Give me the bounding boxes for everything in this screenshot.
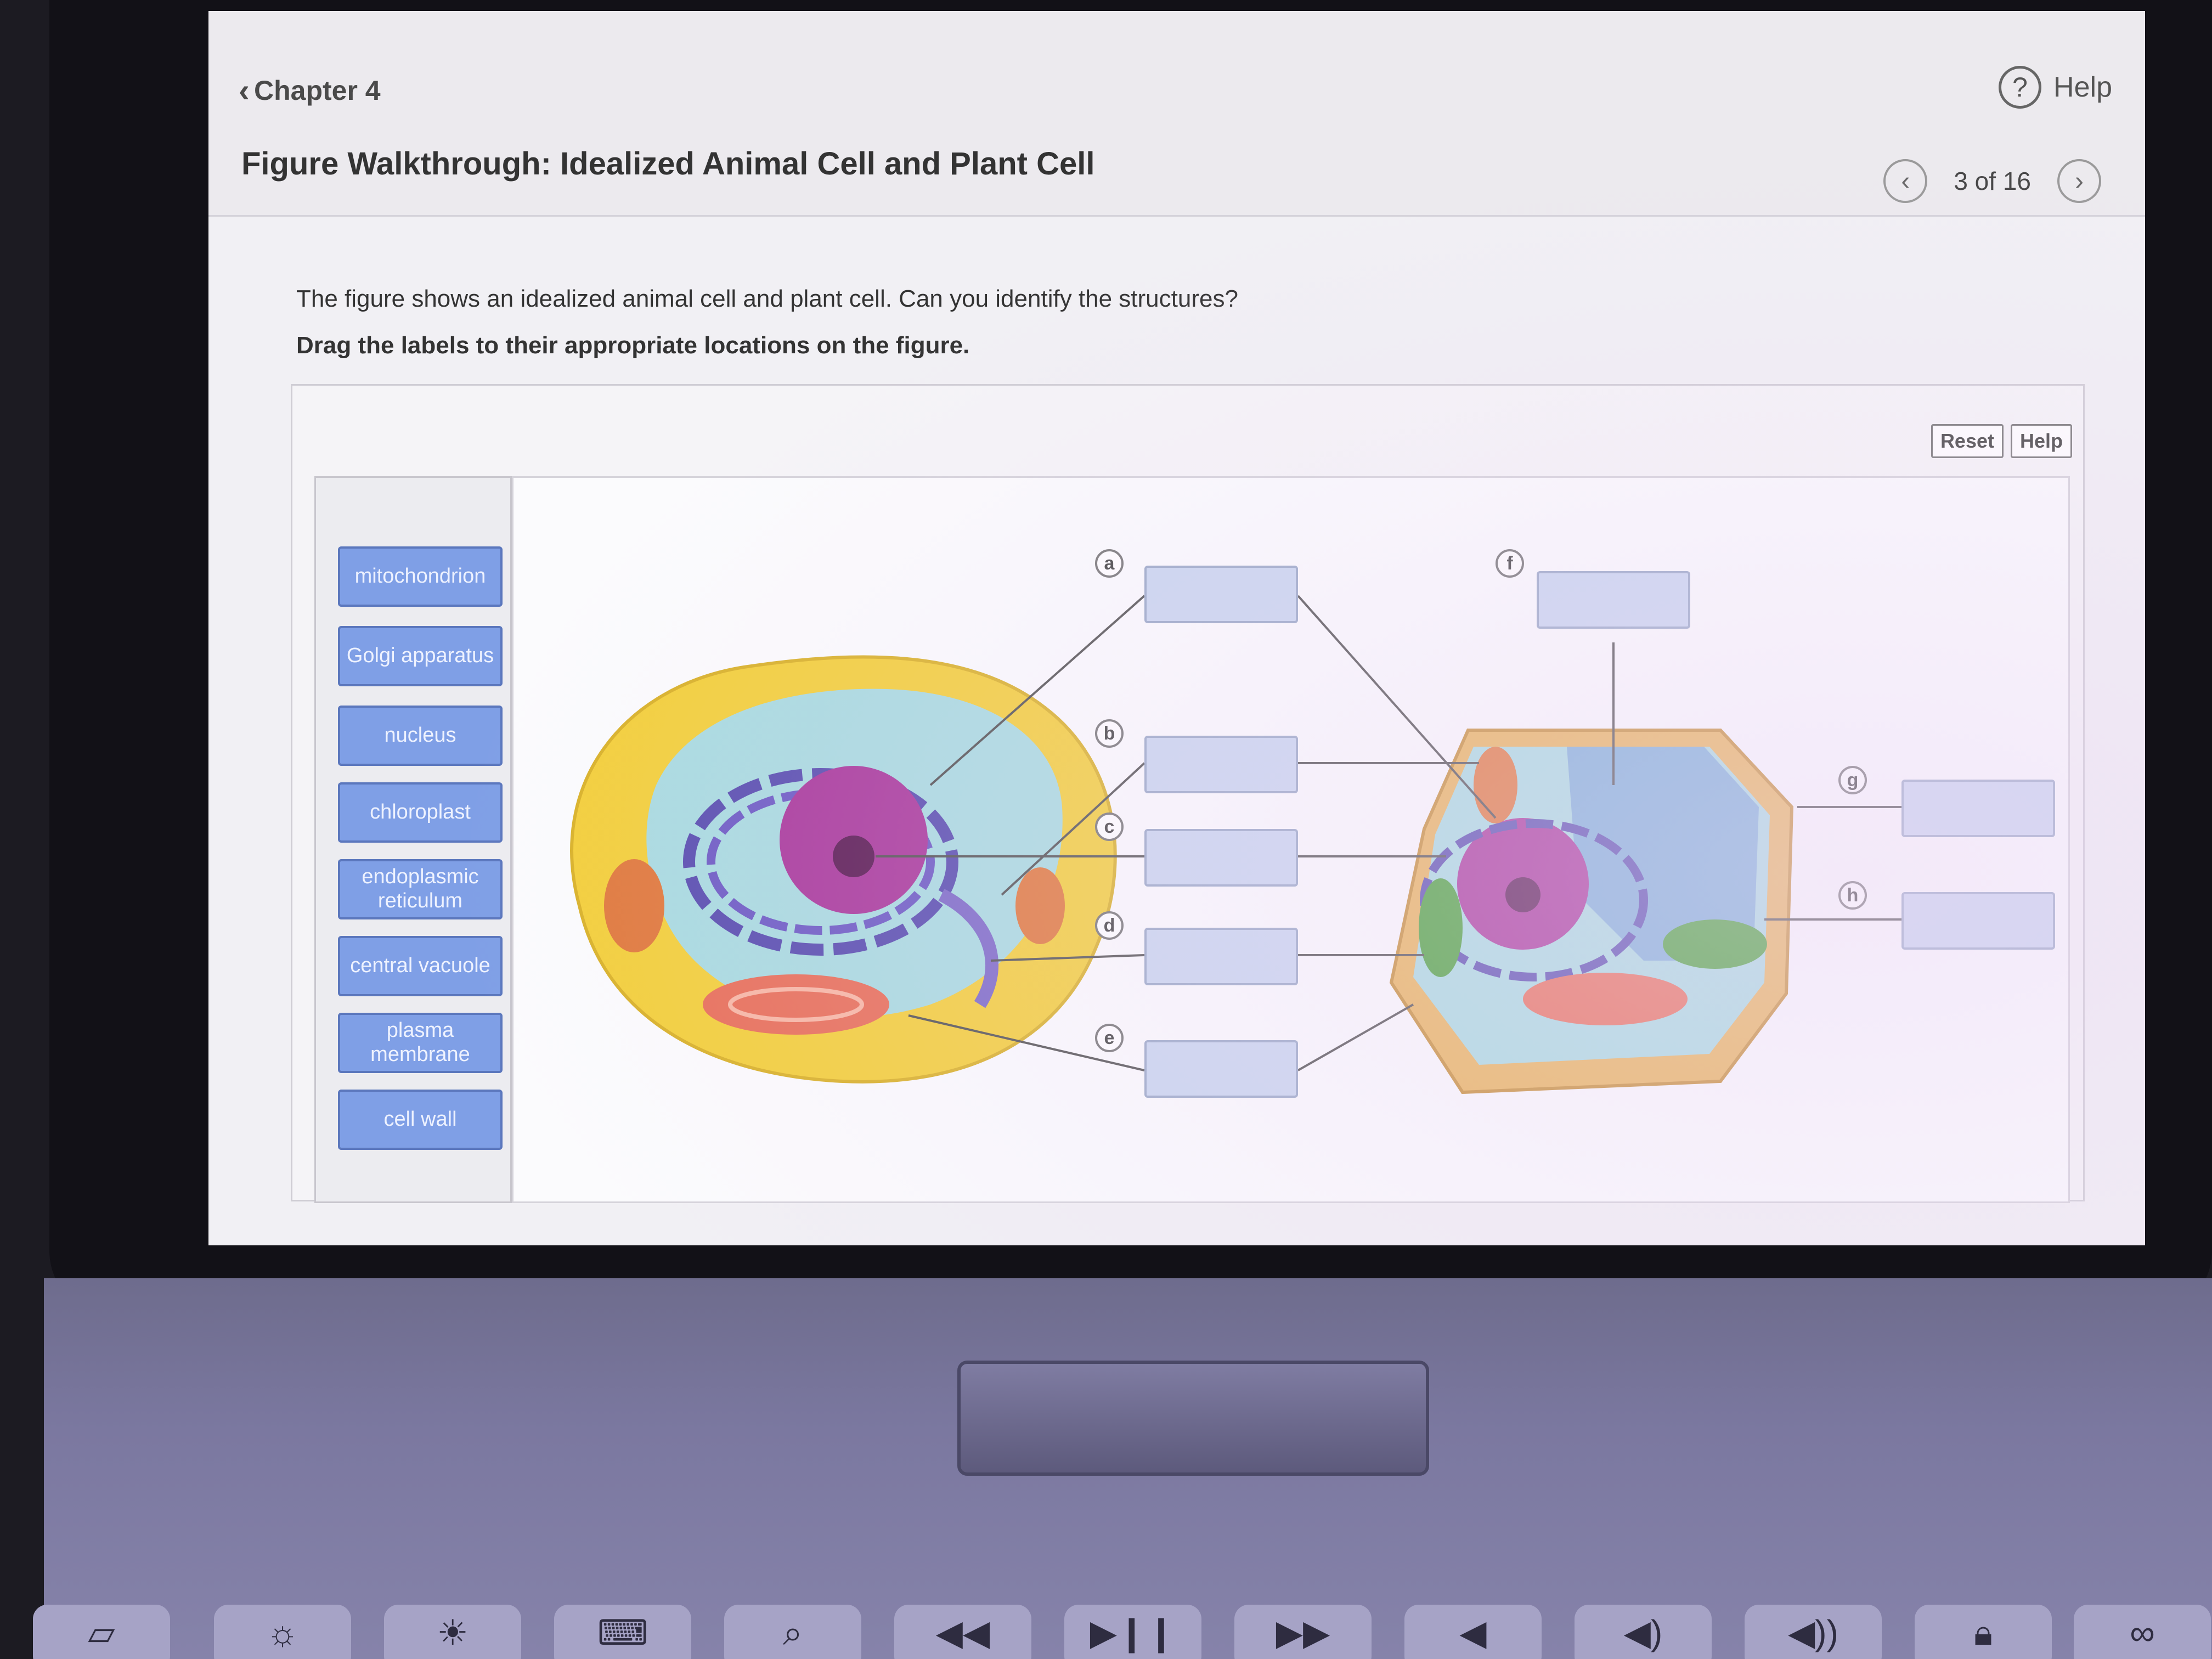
tablet-screen: ‹ Chapter 4 Figure Walkthrough: Idealize… [208, 11, 2145, 1245]
keyboard-icon: ⌨ [597, 1613, 648, 1652]
play-pause-key[interactable]: ▶❙❙ [1064, 1605, 1201, 1659]
marker-b: b [1095, 719, 1124, 748]
keyboard-key[interactable]: ⌨ [554, 1605, 691, 1659]
play-pause-icon: ▶❙❙ [1090, 1613, 1176, 1652]
volume-up-icon: ◀)) [1788, 1613, 1838, 1652]
question-task: Drag the labels to their appropriate loc… [296, 332, 970, 359]
next-button[interactable]: › [2057, 159, 2101, 203]
label-bank: mitochondrion Golgi apparatus nucleus ch… [314, 476, 512, 1203]
link-key[interactable]: ∞ [2074, 1605, 2211, 1659]
keyboard-hinge [957, 1361, 1429, 1476]
header-bar: ‹ Chapter 4 Figure Walkthrough: Idealize… [208, 11, 2145, 217]
help-link-label: Help [2053, 71, 2112, 103]
previous-button[interactable]: ‹ [1883, 159, 1928, 203]
rewind-key[interactable]: ◀◀ [894, 1605, 1031, 1659]
back-link[interactable]: ‹ Chapter 4 [239, 71, 381, 109]
question-prompt: The figure shows an idealized animal cel… [296, 285, 1238, 312]
drag-label-mitochondrion[interactable]: mitochondrion [338, 546, 503, 607]
page-title: Figure Walkthrough: Idealized Animal Cel… [241, 146, 1095, 182]
drop-target-f[interactable] [1537, 571, 1690, 629]
escape-icon: ▱ [88, 1613, 115, 1652]
marker-e: e [1095, 1024, 1124, 1052]
link-icon: ∞ [2130, 1613, 2155, 1652]
drag-label-nucleus[interactable]: nucleus [338, 706, 503, 766]
fast-forward-icon: ▶▶ [1276, 1613, 1330, 1652]
function-key-row: ▱ ☼ ☀ ⌨ ⌕ ◀◀ ▶❙❙ ▶▶ ◀ ◀) ◀)) 🔒︎ ∞ [33, 1605, 2212, 1659]
brightness-down-icon: ☼ [266, 1613, 299, 1652]
brightness-down-key[interactable]: ☼ [214, 1605, 351, 1659]
escape-key[interactable]: ▱ [33, 1605, 170, 1659]
rewind-icon: ◀◀ [935, 1613, 990, 1652]
drop-target-g[interactable] [1901, 780, 2055, 837]
page-count: 3 of 16 [1954, 167, 2031, 195]
volume-down-icon: ◀) [1623, 1613, 1663, 1652]
drag-label-cell-wall[interactable]: cell wall [338, 1090, 503, 1150]
drop-target-b[interactable] [1144, 736, 1298, 793]
search-key[interactable]: ⌕ [724, 1605, 861, 1659]
marker-c: c [1095, 812, 1124, 841]
brightness-up-icon: ☀ [437, 1613, 469, 1652]
volume-down-key[interactable]: ◀) [1575, 1605, 1712, 1659]
brightness-up-key[interactable]: ☀ [384, 1605, 521, 1659]
back-link-label: Chapter 4 [253, 75, 381, 106]
reset-button[interactable]: Reset [1931, 424, 2004, 458]
search-icon: ⌕ [783, 1613, 803, 1652]
pager: ‹ 3 of 16 › [1883, 159, 2101, 203]
marker-f: f [1496, 549, 1524, 578]
volume-up-key[interactable]: ◀)) [1745, 1605, 1882, 1659]
marker-d: d [1095, 911, 1124, 940]
chevron-left-icon: ‹ [239, 72, 250, 109]
lock-key[interactable]: 🔒︎ [1915, 1605, 2052, 1659]
drop-target-a[interactable] [1144, 566, 1298, 623]
drag-label-golgi-apparatus[interactable]: Golgi apparatus [338, 626, 503, 686]
drag-label-plasma-membrane[interactable]: plasma membrane [338, 1013, 503, 1073]
marker-h: h [1838, 881, 1867, 910]
plant-cell [1389, 729, 1794, 1094]
lock-icon: 🔒︎ [1973, 1613, 1993, 1652]
marker-g: g [1838, 766, 1867, 794]
chevron-right-icon: › [2075, 166, 2084, 196]
drop-target-c[interactable] [1144, 829, 1298, 887]
mute-icon: ◀ [1459, 1613, 1487, 1652]
mute-key[interactable]: ◀ [1404, 1605, 1542, 1659]
fast-forward-key[interactable]: ▶▶ [1234, 1605, 1372, 1659]
drop-target-d[interactable] [1144, 928, 1298, 985]
activity-help-button[interactable]: Help [2010, 424, 2072, 458]
drag-label-endoplasmic-reticulum[interactable]: endoplasmic reticulum [338, 859, 503, 919]
drag-label-chloroplast[interactable]: chloroplast [338, 782, 503, 843]
question-icon: ? [1999, 66, 2042, 109]
activity-panel: Reset Help mitochondrion Golgi apparatus… [291, 384, 2085, 1203]
drop-target-e[interactable] [1144, 1040, 1298, 1098]
cell-figure: a b c d e f g h [512, 476, 2070, 1203]
drop-target-h[interactable] [1901, 892, 2055, 950]
help-link[interactable]: ? Help [1999, 66, 2112, 109]
chevron-left-icon: ‹ [1901, 166, 1910, 196]
marker-a: a [1095, 549, 1124, 578]
drag-label-central-vacuole[interactable]: central vacuole [338, 936, 503, 996]
animal-cell [570, 655, 1117, 1084]
